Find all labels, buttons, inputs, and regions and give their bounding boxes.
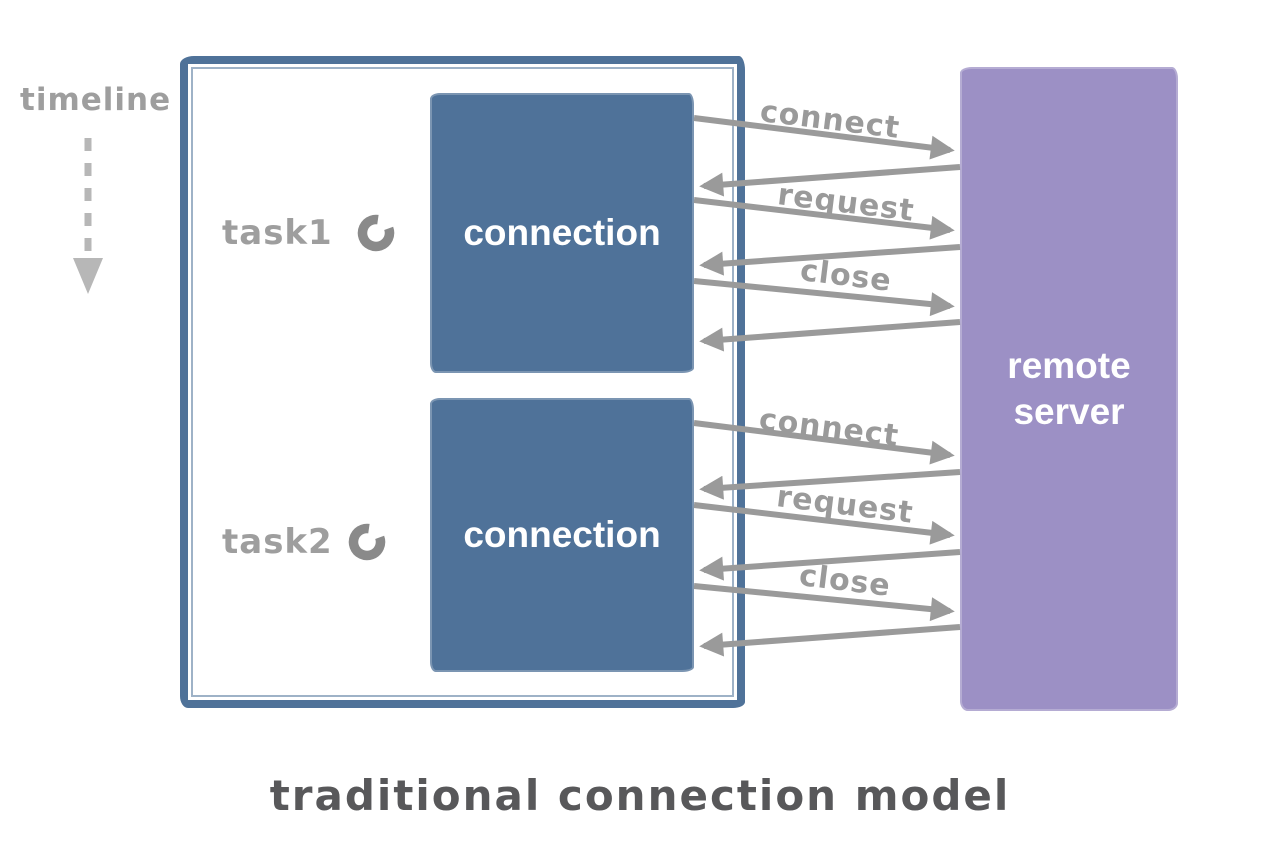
diagram-title: traditional connection model xyxy=(269,771,1011,820)
connection-box-task1-label: connection xyxy=(463,212,661,253)
label-task1-close: close xyxy=(798,253,894,299)
connection-box-task2: connection xyxy=(430,398,694,672)
label-task2-request: request xyxy=(774,479,916,531)
timeline-down-arrow-icon xyxy=(73,138,103,294)
tasks-container-box xyxy=(180,56,745,708)
task2-spinner-icon xyxy=(348,523,386,561)
remote-server-box: remote server xyxy=(960,67,1178,711)
task2-label: task2 xyxy=(222,522,333,562)
label-task2-close: close xyxy=(797,558,893,604)
remote-server-label: remote server xyxy=(1007,344,1131,432)
timeline-label: timeline xyxy=(20,82,172,118)
label-task1-request: request xyxy=(775,177,917,229)
task1-label: task1 xyxy=(222,213,333,253)
label-task2-connect: connect xyxy=(757,402,901,454)
connection-box-task1: connection xyxy=(430,93,694,373)
label-task1-connect: connect xyxy=(758,94,902,146)
connection-box-task2-label: connection xyxy=(463,514,661,555)
task1-spinner-icon xyxy=(357,214,395,252)
